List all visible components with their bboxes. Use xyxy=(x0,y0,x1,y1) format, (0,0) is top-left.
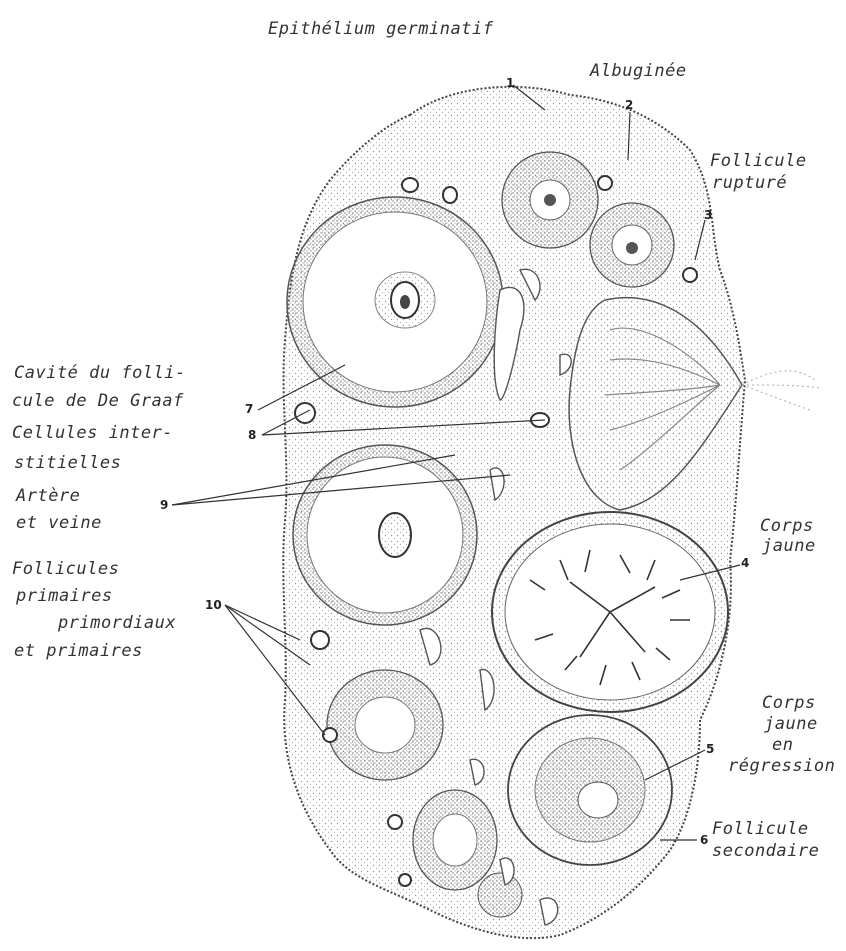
label-secondaire-1: Follicule xyxy=(712,818,809,841)
label-regression-2: jaune xyxy=(764,713,818,736)
label-primaires-1: Follicules xyxy=(12,558,119,581)
label-follicule-rupture-2: rupturé xyxy=(712,172,787,195)
label-artere-1: Artère xyxy=(16,485,80,508)
number-2: 2 xyxy=(625,98,633,112)
label-cavite-1: Cavité du folli- xyxy=(14,362,186,385)
label-epithelium: Epithélium germinatif xyxy=(268,18,493,41)
large-follicle-mid xyxy=(293,445,477,625)
number-10: 10 xyxy=(205,598,222,612)
number-4: 4 xyxy=(741,556,749,570)
label-primaires-3: primordiaux xyxy=(58,612,176,635)
number-9: 9 xyxy=(160,498,168,512)
label-primaires-2: primaires xyxy=(16,585,113,608)
graafian-follicle xyxy=(287,197,503,407)
label-corps-jaune-2: jaune xyxy=(762,535,816,558)
corpus-luteum xyxy=(492,512,728,712)
label-follicule-rupture-1: Follicule xyxy=(710,150,807,173)
label-regression-1: Corps xyxy=(762,692,816,715)
number-5: 5 xyxy=(706,742,714,756)
label-regression-3: en xyxy=(772,734,793,757)
number-8: 8 xyxy=(248,428,256,442)
label-cellules-2: stitielles xyxy=(14,452,121,475)
number-6: 6 xyxy=(700,833,708,847)
label-albuginee: Albuginée xyxy=(590,60,687,83)
label-regression-4: régression xyxy=(728,755,835,778)
label-secondaire-2: secondaire xyxy=(712,840,819,863)
label-primaires-4: et primaires xyxy=(14,640,143,663)
number-1: 1 xyxy=(506,76,514,90)
number-7: 7 xyxy=(245,402,253,416)
regressing-corpus-luteum xyxy=(508,715,672,865)
label-cellules-1: Cellules inter- xyxy=(12,422,173,445)
number-3: 3 xyxy=(704,208,712,222)
label-cavite-2: cule de De Graaf xyxy=(12,390,184,413)
label-artere-2: et veine xyxy=(16,512,102,535)
